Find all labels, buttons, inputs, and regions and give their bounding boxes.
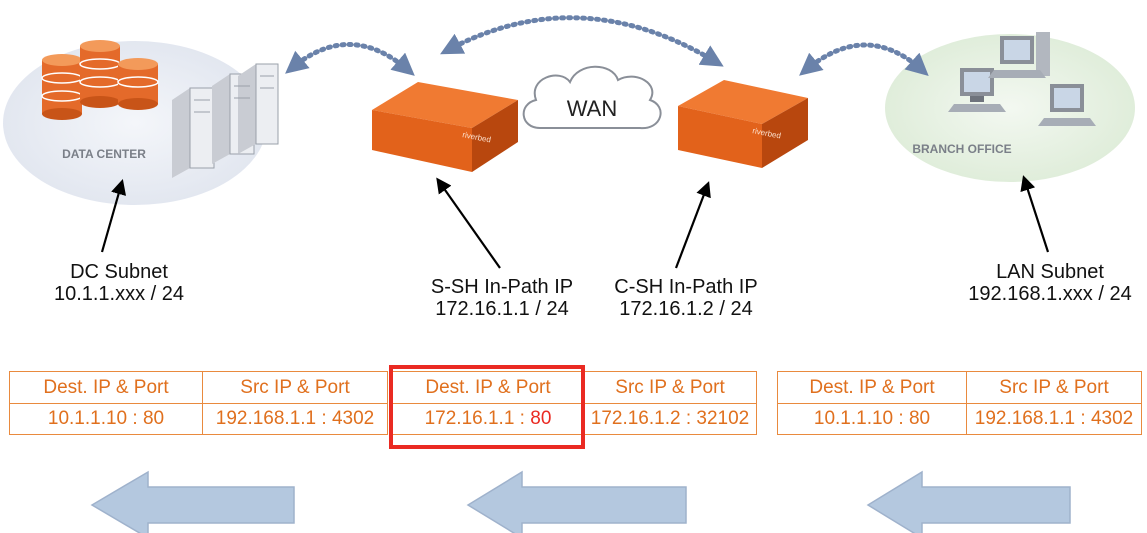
- src-header: Src IP & Port: [202, 371, 388, 404]
- dc-subnet-value: 10.1.1.xxx / 24: [53, 283, 185, 305]
- workstation-icon: [948, 32, 1096, 126]
- packet-table-dc: Dest. IP & Port Src IP & Port 10.1.1.10 …: [9, 371, 388, 435]
- ssh-appliance-icon: riverbed: [372, 82, 518, 172]
- data-center-node: DATA CENTER: [3, 40, 279, 205]
- dotted-arrow-wan: [440, 15, 724, 67]
- csh-inpath-label: C-SH In-Path IP 172.16.1.2 / 24: [596, 276, 776, 320]
- src-value: 192.168.1.1 : 4302: [202, 403, 388, 435]
- src-value: 172.16.1.2 : 32102: [583, 403, 757, 435]
- lan-subnet-label: LAN Subnet 192.168.1.xxx / 24: [960, 261, 1140, 305]
- branch-office-label: BRANCH OFFICE: [912, 142, 1011, 156]
- dest-header: Dest. IP & Port: [392, 371, 584, 404]
- csh-appliance-icon: riverbed: [678, 80, 808, 168]
- src-header: Src IP & Port: [583, 371, 757, 404]
- csh-inpath-value: 172.16.1.2 / 24: [619, 298, 753, 320]
- dotted-arrow-csh-branch: [799, 42, 929, 76]
- pointer-arrow-lan: [1020, 175, 1050, 253]
- pointer-arrow-dc: [100, 179, 127, 253]
- dest-value: 10.1.1.10 : 80: [777, 403, 967, 435]
- csh-inpath-title: C-SH In-Path IP: [614, 276, 758, 298]
- data-center-label: DATA CENTER: [62, 147, 146, 161]
- database-icon: [41, 40, 159, 120]
- dest-port-highlight: 80: [530, 408, 552, 429]
- src-header: Src IP & Port: [966, 371, 1142, 404]
- dotted-arrow-dc-ssh: [285, 42, 415, 76]
- pointer-arrow-ssh: [436, 177, 501, 269]
- packet-table-branch: Dest. IP & Port Src IP & Port 10.1.1.10 …: [777, 371, 1142, 435]
- dest-value: 10.1.1.10 : 80: [9, 403, 203, 435]
- highlight-box: [389, 365, 585, 449]
- ssh-inpath-value: 172.16.1.1 / 24: [435, 298, 569, 320]
- ssh-inpath-label: S-SH In-Path IP 172.16.1.1 / 24: [412, 276, 592, 320]
- flow-arrow-2: [466, 470, 687, 533]
- server-rack-icon: [172, 63, 279, 178]
- lan-subnet-title: LAN Subnet: [996, 261, 1104, 283]
- lan-subnet-value: 192.168.1.xxx / 24: [968, 283, 1132, 305]
- flow-arrow-1: [90, 470, 295, 533]
- wan-cloud-icon: WAN: [522, 65, 662, 130]
- pointer-arrow-csh: [674, 181, 711, 269]
- branch-office-node: BRANCH OFFICE: [885, 32, 1135, 182]
- dest-header: Dest. IP & Port: [777, 371, 967, 404]
- dc-subnet-label: DC Subnet 10.1.1.xxx / 24: [34, 261, 204, 305]
- dc-subnet-title: DC Subnet: [70, 261, 168, 283]
- dest-ip: 172.16.1.1 :: [424, 408, 531, 429]
- dest-header: Dest. IP & Port: [9, 371, 203, 404]
- wan-label: WAN: [567, 96, 618, 121]
- flow-arrow-3: [866, 470, 1071, 533]
- ssh-inpath-title: S-SH In-Path IP: [430, 276, 574, 298]
- src-value: 192.168.1.1 : 4302: [966, 403, 1142, 435]
